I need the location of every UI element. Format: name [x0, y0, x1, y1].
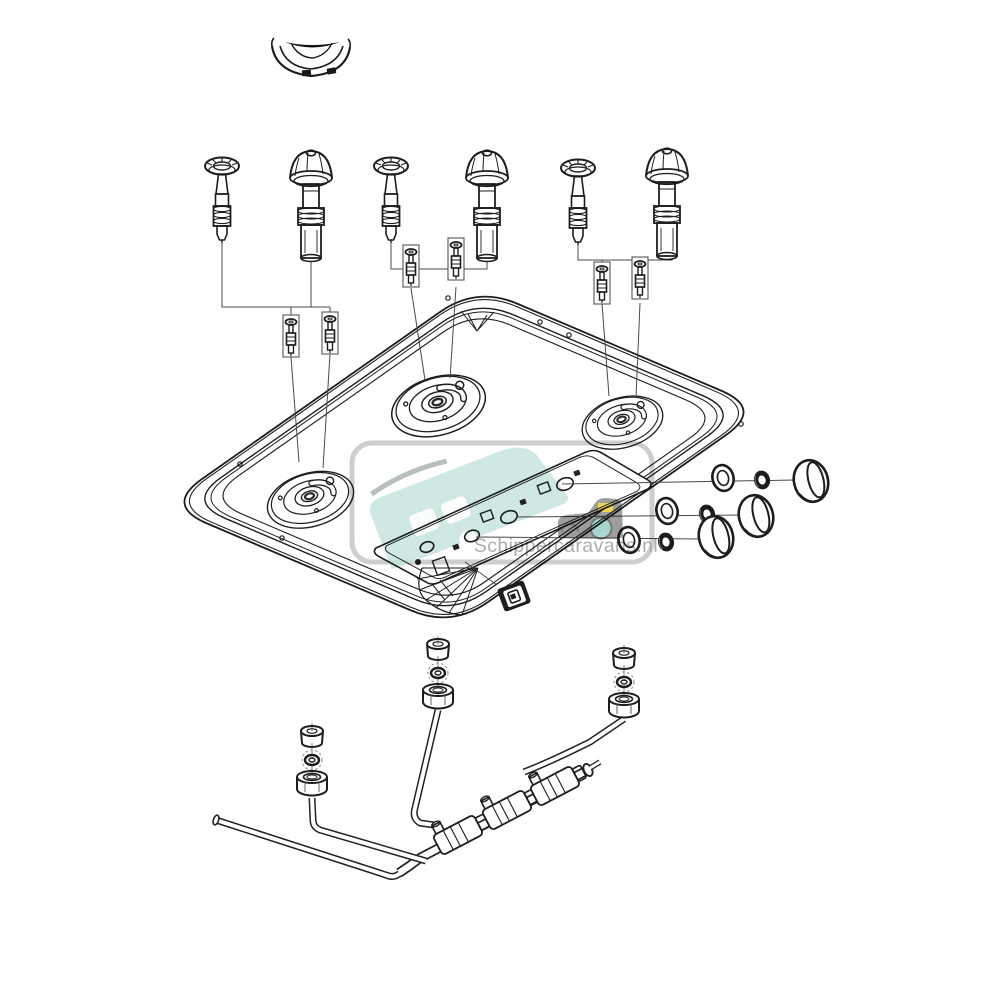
injector-jet-6: [631, 256, 649, 300]
thermocouple-2: [373, 156, 409, 244]
injector-jet-3: [402, 244, 420, 288]
injector-jet-5: [593, 261, 611, 305]
cap-vent-slit: [285, 42, 340, 48]
thermocouple-3: [560, 158, 596, 246]
injector-jet-4: [447, 237, 465, 281]
ignition-electrode-1: [289, 149, 333, 263]
caravan-graphic: [369, 447, 569, 569]
injector-jet-1: [282, 314, 300, 358]
car-graphic: [558, 498, 623, 540]
hob-pan: [183, 295, 745, 619]
watermark-text: Schippercaravans.nl: [474, 535, 658, 557]
control-knob-2: [733, 490, 779, 542]
rim-holes: [237, 295, 744, 541]
burner-box-fan-detail: [416, 567, 479, 616]
igniter-switch: [497, 580, 531, 612]
caravan-wheel: [459, 530, 478, 549]
jet-stack-right: [607, 643, 641, 719]
retaining-nut-3: [655, 530, 677, 554]
caravan-window-2: [440, 496, 471, 524]
car-rear-arch: [561, 523, 579, 533]
jet-stack-middle: [421, 634, 455, 710]
car-wheel: [589, 516, 613, 540]
pan-corner-detail: [460, 310, 495, 332]
car-window: [598, 503, 614, 512]
ignition-electrode-2: [465, 149, 509, 263]
supply-pipe-middle: [410, 709, 442, 829]
injector-jet-2: [321, 311, 339, 355]
ignition-electrode-3: [645, 147, 689, 261]
bezel-ring-1: [708, 461, 738, 495]
retaining-nut-1: [751, 468, 773, 492]
supply-pipe-right: [522, 716, 626, 776]
watermark: Schippercaravans.nl: [349, 440, 658, 569]
caravan-body: [369, 447, 569, 569]
control-knob-3: [693, 511, 739, 563]
thermocouple-1: [204, 156, 240, 244]
caravan-window-1: [409, 508, 439, 536]
burner-cap: [270, 37, 352, 78]
bezel-ring-2: [652, 494, 682, 528]
supply-pipe-left: [308, 797, 427, 865]
caravan-roof-rail: [370, 458, 448, 497]
gas-manifold-assembly: [212, 634, 641, 880]
jet-stack-left: [295, 721, 329, 797]
watermark-border: [349, 440, 655, 565]
control-knob-1: [788, 455, 834, 507]
